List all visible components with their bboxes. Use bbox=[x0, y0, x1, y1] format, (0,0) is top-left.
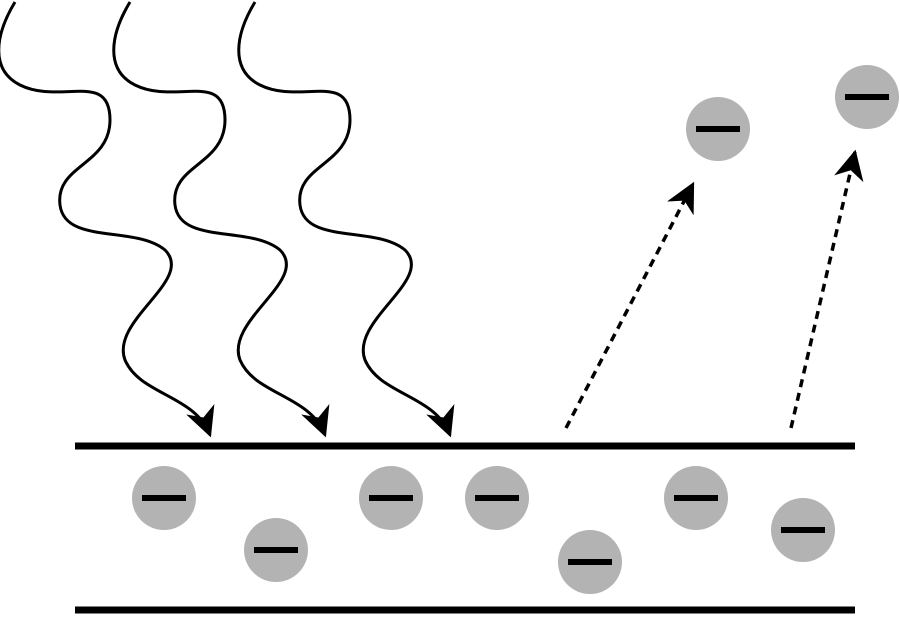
wavy-arrow-icon bbox=[112, 1, 330, 438]
electron-minus-icon bbox=[835, 65, 899, 129]
electron-minus-icon bbox=[465, 466, 529, 530]
emission-paths bbox=[564, 149, 864, 429]
electron-minus-icon bbox=[132, 466, 196, 530]
incoming-light-waves bbox=[0, 1, 455, 438]
wavy-arrow-icon bbox=[237, 1, 455, 438]
electron-minus-icon bbox=[244, 518, 308, 582]
electron-minus-icon bbox=[771, 498, 835, 562]
electron-minus-icon bbox=[686, 97, 750, 161]
electron-minus-icon bbox=[664, 466, 728, 530]
dashed-arrow-icon bbox=[564, 181, 695, 429]
electrons-in-metal bbox=[132, 466, 835, 594]
ejected-electrons bbox=[686, 65, 899, 161]
electron-minus-icon bbox=[558, 530, 622, 594]
wavy-arrow-icon bbox=[0, 1, 215, 438]
dashed-arrow-icon bbox=[789, 149, 864, 429]
electron-minus-icon bbox=[359, 466, 423, 530]
